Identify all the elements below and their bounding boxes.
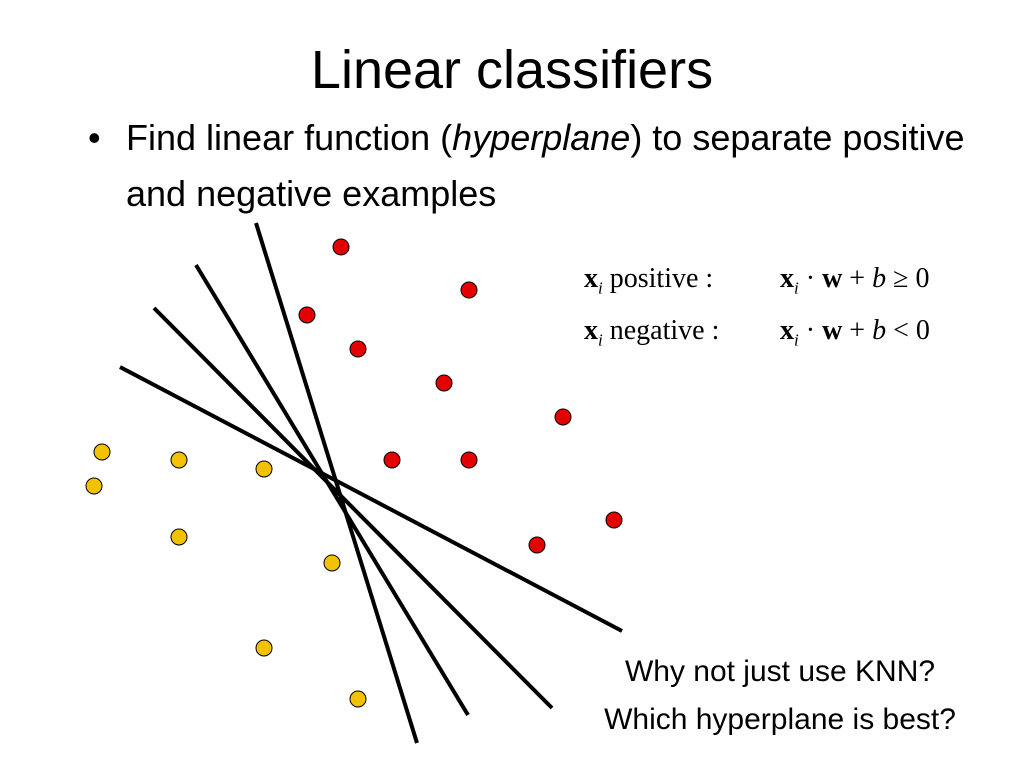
positive-point — [435, 374, 453, 392]
formula-negative: xi negative : xi · w + b < 0 — [584, 314, 930, 358]
bullet-marker: • — [88, 117, 101, 158]
formula-condition: xi · w + b < 0 — [780, 315, 930, 350]
question-best-hyperplane: Which hyperplane is best? — [604, 703, 956, 736]
negative-point — [170, 528, 188, 546]
positive-point — [332, 238, 350, 256]
positive-point — [528, 536, 546, 554]
formula-label: negative : — [602, 315, 720, 346]
hyperplane-line-2 — [194, 263, 470, 717]
formula-positive: xi positive : xi · w + b ≥ 0 — [584, 262, 929, 306]
positive-point — [349, 340, 367, 358]
formula-subscript: i — [598, 330, 603, 350]
hyperplane-line-4 — [119, 365, 623, 633]
negative-examples — [85, 443, 367, 708]
negative-point — [349, 690, 367, 708]
bullet-text: Find linear function (hyperplane) to sep… — [126, 110, 986, 222]
hyperplane-line-3 — [152, 306, 554, 710]
positive-point — [460, 281, 478, 299]
formula-label: positive : — [602, 263, 714, 294]
negative-point — [93, 443, 111, 461]
negative-point — [170, 451, 188, 469]
bullet-text-emphasis: hyperplane — [452, 117, 631, 158]
positive-examples — [298, 238, 623, 554]
hyperplane-lines — [119, 222, 623, 744]
negative-point — [85, 477, 103, 495]
slide-title: Linear classifiers — [310, 40, 714, 100]
formula-var: x — [584, 263, 598, 294]
negative-point — [323, 554, 341, 572]
positive-point — [460, 451, 478, 469]
formula-var: x — [584, 315, 598, 346]
bullet-text-after: ) to separate positive and negative exam… — [126, 117, 965, 214]
formula-condition: xi · w + b ≥ 0 — [780, 263, 930, 298]
negative-point — [255, 639, 273, 657]
formula-subscript: i — [598, 278, 603, 298]
negative-point — [255, 460, 273, 478]
positive-point — [554, 408, 572, 426]
bullet-text-before: Find linear function ( — [126, 117, 453, 158]
positive-point — [298, 306, 316, 324]
question-knn: Why not just use KNN? — [624, 655, 936, 688]
positive-point — [383, 451, 401, 469]
positive-point — [605, 511, 623, 529]
